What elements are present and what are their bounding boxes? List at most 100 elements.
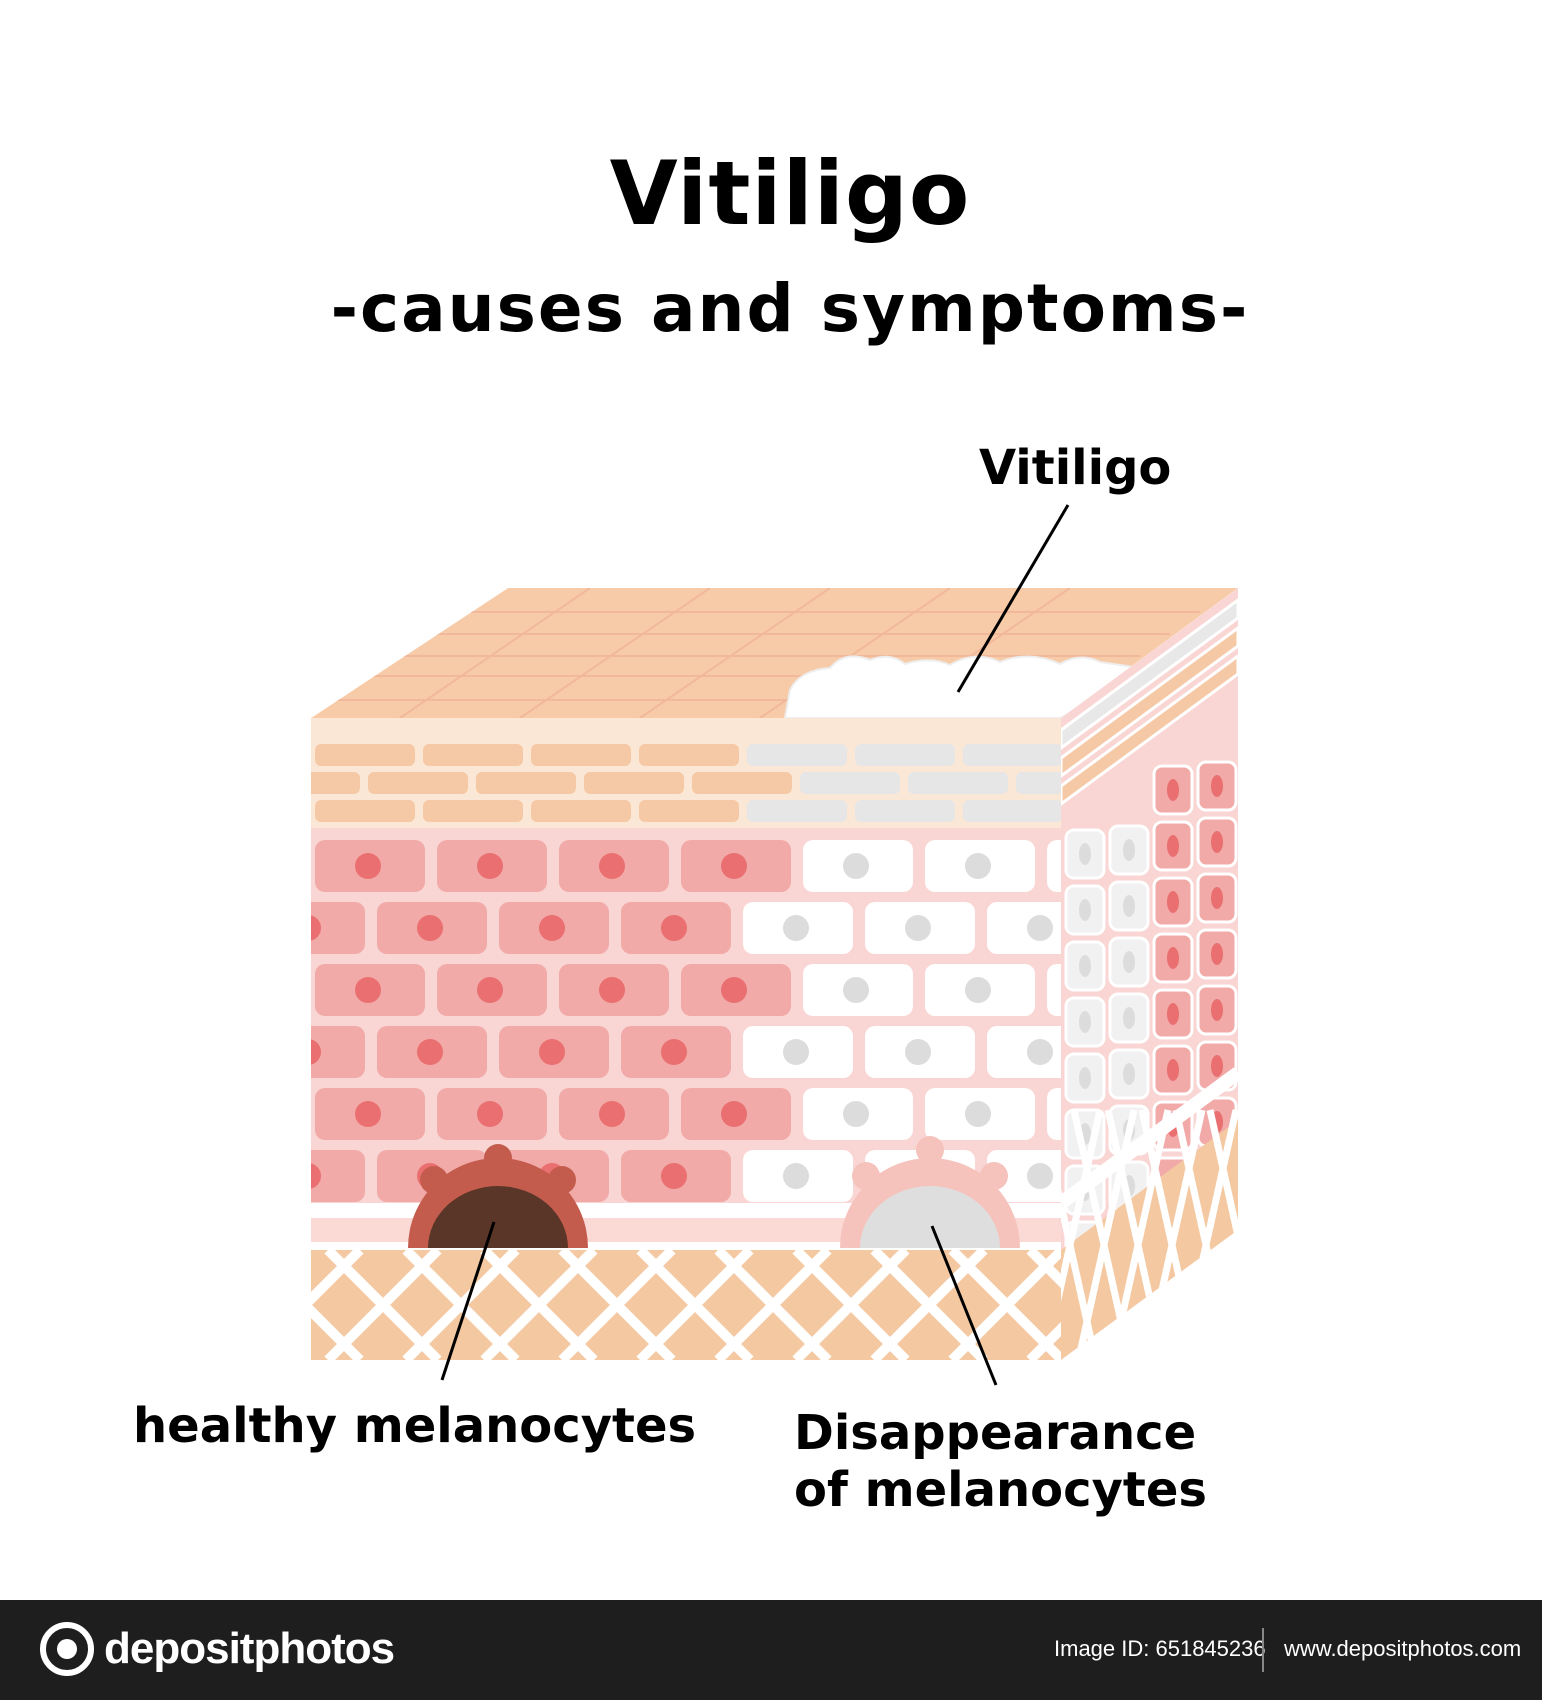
side-nucleus — [1079, 843, 1091, 865]
cell-nucleus — [539, 915, 565, 941]
cell-nucleus — [477, 1101, 503, 1127]
stratum-cell — [639, 744, 739, 766]
side-collagen — [1244, 1110, 1304, 1380]
cell-nucleus — [311, 1163, 321, 1189]
dermis-collagen — [311, 1246, 1061, 1360]
cell-nucleus — [661, 915, 687, 941]
side-nucleus — [1123, 951, 1135, 973]
cell-nucleus — [783, 1163, 809, 1189]
cell-nucleus — [355, 977, 381, 1003]
label-disappearance: Disappearance of melanocytes — [794, 1405, 1207, 1518]
label-healthy-melanocytes: healthy melanocytes — [133, 1398, 697, 1454]
site-url[interactable]: www.depositphotos.com — [1284, 1636, 1522, 1661]
cell-nucleus — [843, 853, 869, 879]
camera-logo-icon — [40, 1622, 94, 1676]
cell-nucleus — [661, 1039, 687, 1065]
cell-nucleus — [1027, 1163, 1053, 1189]
stratum-cell — [963, 800, 1061, 822]
cell-nucleus — [311, 1039, 321, 1065]
cell-nucleus — [783, 915, 809, 941]
stratum-cell — [531, 800, 631, 822]
side-nucleus — [1079, 955, 1091, 977]
label-disappearance-line1: Disappearance — [794, 1405, 1197, 1461]
collagen-fiber — [1026, 1246, 1061, 1289]
cell-nucleus — [477, 853, 503, 879]
page-title: Vitiligo — [609, 142, 971, 245]
side-nucleus — [1211, 1055, 1223, 1077]
stratum-cell — [311, 772, 360, 794]
stratum-cell — [531, 744, 631, 766]
epidermis-cell — [987, 1026, 1061, 1078]
side-nucleus — [1167, 835, 1179, 857]
stratum-cell — [800, 772, 900, 794]
stratum-cell — [584, 772, 684, 794]
side-stratum-band — [1061, 597, 1238, 751]
side-nucleus — [1123, 839, 1135, 861]
stratum-cell — [423, 800, 523, 822]
stratum-corneum-cells — [311, 744, 1061, 822]
cell-nucleus — [721, 977, 747, 1003]
side-nucleus — [1123, 1007, 1135, 1029]
cell-nucleus — [417, 1039, 443, 1065]
side-stratum-band — [1061, 653, 1238, 807]
cell-nucleus — [355, 1101, 381, 1127]
epidermis-cell — [311, 1150, 365, 1202]
cell-nucleus — [599, 853, 625, 879]
side-collagen — [1206, 1109, 1238, 1360]
footer-bar: depositphotos Image ID: 651845236 www.de… — [0, 1600, 1542, 1700]
side-nucleus — [1211, 887, 1223, 909]
side-nucleus — [1167, 947, 1179, 969]
cell-nucleus — [965, 853, 991, 879]
cell-nucleus — [477, 977, 503, 1003]
side-nucleus — [1211, 775, 1223, 797]
stratum-cell — [963, 744, 1061, 766]
stratum-cell — [368, 772, 468, 794]
stratum-cell — [855, 744, 955, 766]
cell-nucleus — [599, 977, 625, 1003]
image-id: Image ID: 651845236 — [1054, 1636, 1266, 1661]
melanin-granules — [428, 1186, 568, 1248]
cell-nucleus — [355, 853, 381, 879]
cell-nucleus — [905, 1039, 931, 1065]
side-stratum-band — [1061, 625, 1238, 779]
cell-nucleus — [1027, 1039, 1053, 1065]
epidermis-cell — [311, 1026, 365, 1078]
cell-nucleus — [1027, 915, 1053, 941]
skin-cross-section-diagram — [311, 504, 1304, 1386]
cell-nucleus — [965, 1101, 991, 1127]
side-nucleus — [1211, 999, 1223, 1021]
epidermis-cell — [311, 902, 365, 954]
epidermis-cell — [987, 1150, 1061, 1202]
cell-nucleus — [539, 1039, 565, 1065]
side-collagen — [1244, 1110, 1304, 1380]
cell-nucleus — [417, 915, 443, 941]
side-nucleus — [1167, 779, 1179, 801]
side-nucleus — [1079, 1011, 1091, 1033]
epidermis-cells — [311, 840, 1061, 1202]
skin-side-face — [1061, 588, 1304, 1380]
cell-nucleus — [843, 1101, 869, 1127]
side-nucleus — [1211, 831, 1223, 853]
stratum-cell — [476, 772, 576, 794]
epidermis-cell — [1047, 1088, 1061, 1140]
epidermis-cell — [987, 902, 1061, 954]
faded-melanocyte — [840, 1136, 1020, 1248]
cell-nucleus — [721, 853, 747, 879]
side-nucleus — [1079, 899, 1091, 921]
skin-top-surface — [311, 588, 1238, 718]
stratum-cell — [315, 800, 415, 822]
leader-lines — [440, 504, 1070, 1386]
cell-nucleus — [661, 1163, 687, 1189]
epidermis-cell — [1047, 840, 1061, 892]
stratum-cell — [315, 744, 415, 766]
stratum-cell — [855, 800, 955, 822]
side-nucleus — [1167, 1003, 1179, 1025]
cell-nucleus — [905, 915, 931, 941]
stratum-cell — [747, 744, 847, 766]
brand-name: depositphotos — [104, 1624, 395, 1673]
epidermis-cell — [1047, 964, 1061, 1016]
cell-nucleus — [965, 977, 991, 1003]
collagen-fiber — [1026, 1321, 1061, 1360]
stratum-cell — [1016, 772, 1061, 794]
page-subtitle: -causes and symptoms- — [330, 270, 1250, 347]
